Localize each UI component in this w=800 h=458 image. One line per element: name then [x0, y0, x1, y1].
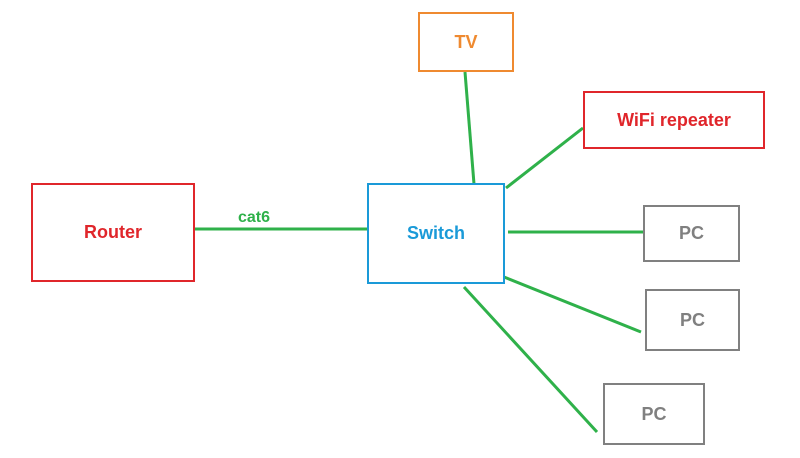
link-switch-pc3 [462, 285, 599, 434]
pc-node-3: PC [603, 383, 705, 445]
tv-node: TV [418, 12, 514, 72]
router-node: Router [31, 183, 195, 282]
pc-node-1: PC [643, 205, 740, 262]
link-switch-pc2 [503, 275, 642, 334]
switch-node: Switch [367, 183, 505, 284]
wifi-repeater-node: WiFi repeater [583, 91, 765, 149]
link-switch-repeater [505, 126, 584, 190]
pc-node-2: PC [645, 289, 740, 351]
link-label-cat6: cat6 [238, 209, 271, 226]
link-switch-tv [463, 71, 476, 185]
